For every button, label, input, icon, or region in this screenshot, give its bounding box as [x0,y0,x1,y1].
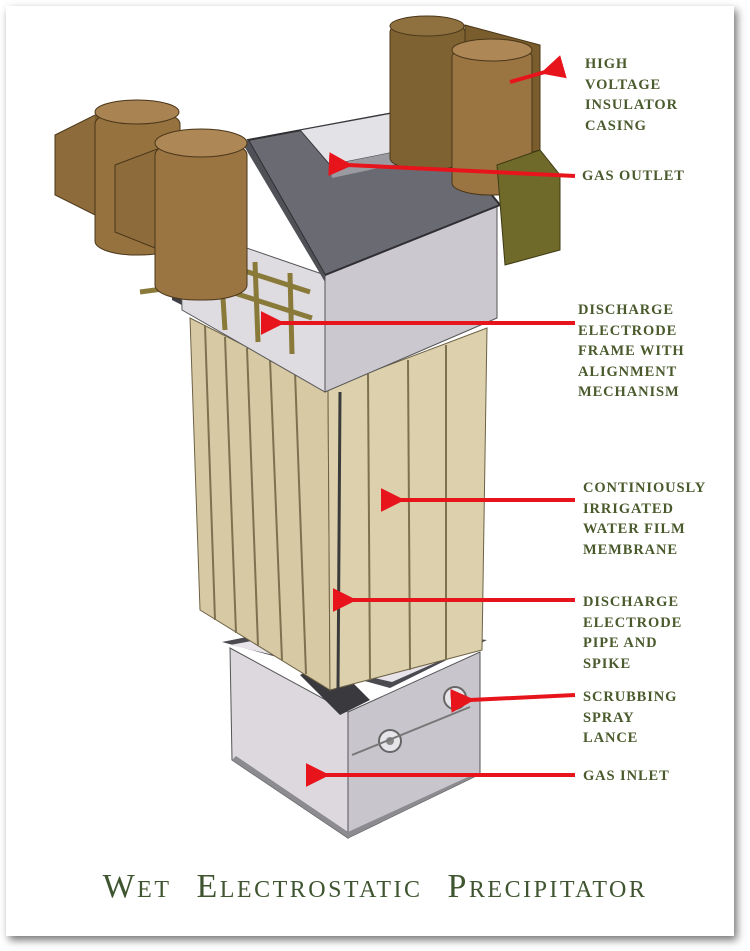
label-gas-outlet: GAS OUTLET [582,168,685,184]
arrow-gas-outlet [328,152,576,178]
label-discharge-electrode-frame: DISCHARGE ELECTRODE FRAME WITH ALIGNMENT… [578,302,685,400]
label-water-film-membrane: CONTINIOUSLY IRRIGATED WATER FILM MEMBRA… [583,480,707,558]
label-scrubbing-spray-lance: SCRUBBING SPRAY LANCE [583,689,678,746]
insulator-casings-left [54,99,248,301]
insulator-casings-right [389,15,561,266]
diagram-title: Wet Electrostatic Precipitator [102,868,648,905]
arrow-spray-lance [450,688,576,713]
label-discharge-electrode-pipe: DISCHARGE ELECTRODE PIPE AND SPIKE [583,594,683,672]
arrow-insulator [509,55,567,84]
callout-arrows [260,55,576,787]
label-gas-inlet: GAS INLET [583,768,670,784]
label-high-voltage-insulator-casing: HIGH VOLTAGE INSULATOR CASING [585,56,678,134]
